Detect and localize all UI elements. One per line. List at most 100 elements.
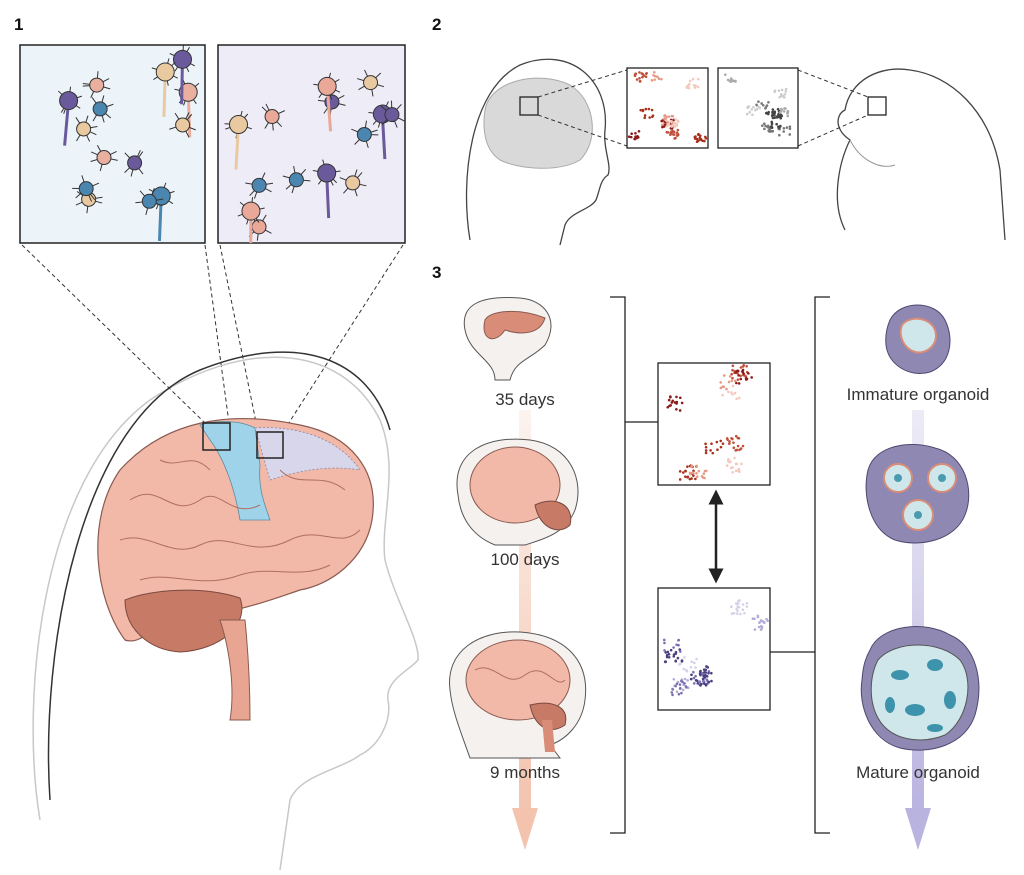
adult-brain [97,418,374,721]
scatter-point [699,670,702,674]
scatter-point [669,395,672,398]
scatter-point [645,71,648,75]
scatter-point [672,130,676,134]
scatter-point [703,671,706,674]
scatter-point [779,107,783,111]
scatter-point [764,124,767,128]
scatter-point [675,690,679,694]
scatter-point [672,677,676,681]
scatter-point [736,605,740,609]
scatter-point [694,84,698,87]
scatter-point [672,655,676,658]
scatter-point [770,122,774,126]
scatter-point [691,77,695,81]
scatter-point [653,71,656,74]
scatter-point [704,135,707,139]
scatter-point [704,451,708,455]
mature-organoid-label: Mature organoid [856,763,980,782]
scatter-point [750,376,753,379]
sample-square-2 [256,431,284,459]
scatter-point [683,475,687,478]
scatter-point [698,138,702,141]
scatter-point [788,133,792,136]
scatter-point [739,612,742,616]
scatter-point [777,89,781,92]
scatter-point [686,86,690,89]
scatter-point [767,129,770,132]
zoom-lines-2 [537,69,869,147]
scatter-point [700,475,704,478]
scatter-point [673,125,677,128]
scatter-point [736,369,739,373]
scatter-point [735,381,738,385]
scatter-point [760,626,764,630]
scatter-point [642,74,646,77]
scatter-point [771,116,775,120]
scatter-point [745,377,749,381]
panel-3-number: 3 [432,263,441,282]
scatter-point [733,456,736,460]
neuron-icon [224,110,252,170]
scatter-point [733,379,737,383]
scatter-point [684,685,688,688]
scatter-point [732,446,736,449]
scatter-point [753,628,757,631]
scatter-point [669,133,672,136]
scatter-point [737,436,741,440]
scatter-point [686,465,689,468]
scatter-point [694,477,697,481]
scatter-point [703,476,706,480]
scatter-point [692,471,695,475]
scatter-point [696,681,700,685]
scatter-point [783,93,787,96]
scatter-point [638,71,641,74]
scatter-point [695,475,699,479]
scatter-point [647,107,651,111]
scatter-point [753,617,756,621]
scatter-point [661,123,664,127]
scatter-point [688,79,692,83]
scatter-point [739,447,743,450]
scatter-point [644,75,648,78]
bracket-left [610,296,626,834]
neuron-icon [169,112,196,138]
scatter-point [760,102,763,105]
scatter-point [719,439,723,443]
scatter-point [701,677,705,681]
scatter-point [758,106,762,110]
scatter-point [748,110,752,114]
scatter-point [654,74,657,78]
scatter-point [690,465,693,469]
scatter-point [725,387,728,391]
scatter-point [698,134,702,137]
scatter-point [730,612,734,615]
scatter-point [729,605,733,608]
scatter-point [734,469,738,473]
scatter-point [763,621,766,625]
scatter-point [737,602,740,605]
scatter-point [768,127,771,131]
scatter-point [730,372,733,376]
scatter-point [653,78,656,81]
scatter-point [675,134,679,137]
scatter-point [667,655,671,659]
scatter-point [740,462,743,466]
development-arrow-head [512,808,538,850]
scatter-point [757,100,760,103]
scatter-point [737,599,740,603]
scatter-point [698,136,702,139]
scatter-point [776,107,780,111]
scatter-point [728,442,731,445]
scatter-point [726,78,730,82]
scatter-point [736,444,740,448]
scatter-point [675,407,678,411]
scatter-point [680,401,684,405]
scatter-point [669,648,673,652]
scatter-point [702,668,706,671]
scatter-point [756,615,760,619]
chimpanzee-head [836,68,1006,241]
scatter-point [710,442,713,446]
scatter-point [732,441,735,444]
scatter-point [639,108,643,112]
